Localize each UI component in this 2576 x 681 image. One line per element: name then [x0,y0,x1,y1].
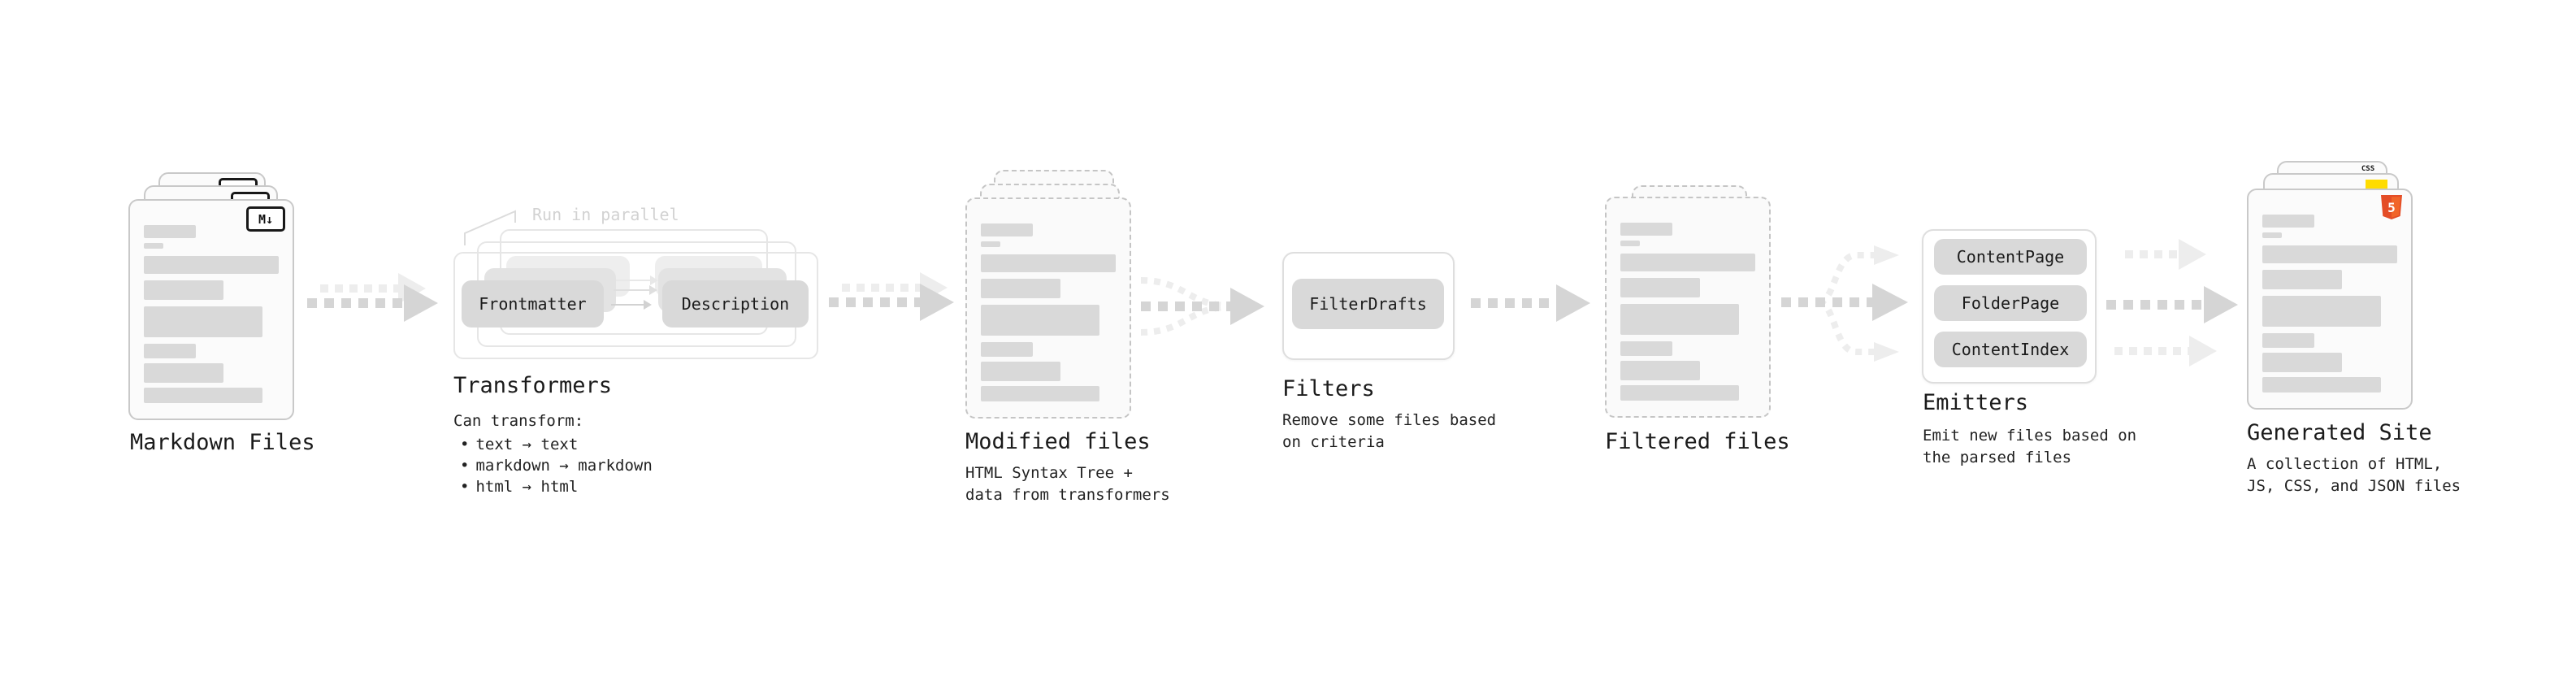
placeholder-bar [981,362,1060,381]
placeholder-bar [2262,296,2381,327]
note-line: Emit new files based on [1923,427,2137,445]
placeholder-bar [1620,254,1755,271]
flow-arrow-filtered-to-emitters [1781,245,1908,362]
placeholder-bar [144,344,196,358]
bullet-text: markdown → markdown [475,457,653,475]
filters-label: Filters [1282,376,1375,401]
placeholder-bar [144,388,262,403]
contentpage-pill: ContentPage [1934,239,2087,275]
note-line: HTML Syntax Tree + [965,464,1133,482]
markdown-files-label: Markdown Files [130,430,315,455]
placeholder-bar [144,363,223,383]
transform-arrow-top [616,275,658,286]
transform-arrow-middle [614,284,657,296]
placeholder-bar [2262,353,2342,372]
flow-arrow-emitters-bottom [2114,336,2217,367]
file-content-placeholder [144,225,279,403]
bullet-icon: • [460,457,470,475]
flow-arrow-modified-to-filters [1140,277,1264,336]
modified-files-label: Modified files [965,429,1151,454]
emitters-note: Emit new files based on the parsed files [1923,425,2136,469]
bullet-item: • markdown → markdown [460,455,653,476]
placeholder-bar [981,279,1060,298]
run-in-parallel-callout-line [464,210,516,245]
placeholder-bar [2262,377,2381,393]
note-line: A collection of HTML, [2247,455,2443,473]
modified-files-note: HTML Syntax Tree + data from transformer… [965,462,1170,506]
bullet-item: • text → text [460,434,653,455]
transformers-label: Transformers [453,373,613,398]
contentindex-pill: ContentIndex [1934,332,2087,367]
placeholder-bar [1620,278,1700,297]
placeholder-bar [144,225,196,238]
run-in-parallel-annotation: Run in parallel [532,205,679,224]
bullet-text: html → html [475,478,579,496]
placeholder-bar [144,256,279,274]
filterdrafts-pill: FilterDrafts [1292,279,1444,329]
placeholder-bar [1620,385,1739,401]
markdown-icon: M↓ [246,206,285,232]
filters-note: Remove some files based on criteria [1282,410,1496,453]
placeholder-bar [981,386,1099,401]
placeholder-bar [1620,361,1700,380]
filtered-file-card-front [1605,197,1771,418]
placeholder-bar [981,305,1099,336]
note-line: Remove some files based [1282,411,1497,429]
placeholder-bar [144,243,163,249]
js-file-icon [2366,180,2387,189]
flow-arrow-emitters-top [2125,239,2206,270]
flow-arrow-markdown-to-transformers [307,284,438,322]
transformers-bullet-list: • text → text • markdown → markdown • ht… [460,434,653,497]
folderpage-pill: FolderPage [1934,285,2087,321]
frontmatter-pill: Frontmatter [462,280,604,327]
transform-arrow-bottom [611,299,652,310]
bullet-item: • html → html [460,476,653,497]
flow-arrow-filters-to-filtered [1471,284,1590,322]
bullet-icon: • [460,436,470,453]
note-line: JS, CSS, and JSON files [2247,477,2461,495]
transformers-note-title: Can transform: [453,412,584,430]
file-content-placeholder [981,223,1116,401]
modified-file-card-front [965,197,1131,419]
file-content-placeholder [1620,223,1755,401]
placeholder-bar [2262,215,2314,228]
placeholder-bar [1620,341,1672,356]
svg-text:5: 5 [2387,200,2396,215]
placeholder-bar [1620,241,1640,246]
transformer-box-front [453,252,818,359]
placeholder-bar [981,241,1000,247]
placeholder-bar [981,254,1116,272]
placeholder-bar [2262,232,2282,238]
placeholder-bar [2262,333,2314,348]
note-line: the parsed files [1923,449,2072,466]
flow-arrow-emitters-middle [2106,286,2238,323]
bullet-icon: • [460,478,470,496]
generated-file-card-front: HTML 5 [2247,189,2413,410]
filtered-files-label: Filtered files [1605,429,1790,454]
placeholder-bar [2262,245,2397,263]
emitters-label: Emitters [1923,390,2029,415]
generated-site-note: A collection of HTML, JS, CSS, and JSON … [2247,453,2461,497]
note-line: on criteria [1282,433,1385,451]
placeholder-bar [2262,270,2342,289]
bullet-text: text → text [475,436,579,453]
note-line: data from transformers [965,486,1170,504]
placeholder-bar [981,223,1033,236]
placeholder-bar [1620,304,1739,335]
flow-arrow-transformers-to-modified [829,284,954,321]
file-content-placeholder [2262,215,2397,393]
html5-logo-icon: HTML 5 [2381,195,2403,219]
placeholder-bar [1620,223,1672,236]
description-pill: Description [662,280,809,327]
placeholder-bar [981,342,1033,357]
placeholder-bar [144,306,262,337]
generated-site-label: Generated Site [2247,420,2432,445]
markdown-file-card-front: M↓ [128,199,294,420]
placeholder-bar [144,280,223,300]
